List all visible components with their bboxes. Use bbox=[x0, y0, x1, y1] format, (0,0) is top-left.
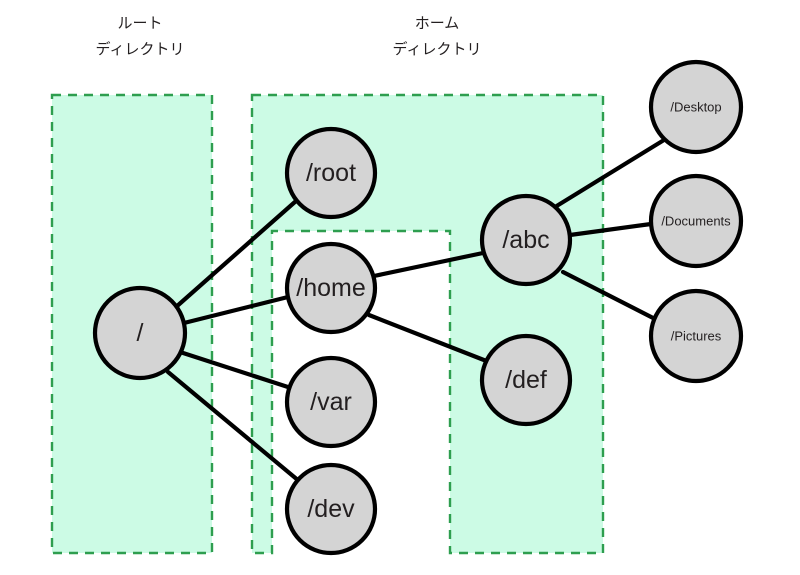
node-label-root-home: /root bbox=[306, 159, 356, 187]
node-home[interactable]: /home bbox=[284, 241, 378, 335]
node-circle-var[interactable] bbox=[284, 355, 378, 449]
node-label-home: /home bbox=[296, 274, 365, 302]
edge-root-to-var bbox=[177, 349, 294, 391]
region-label-line2-root-directory: ディレクトリ bbox=[96, 40, 185, 58]
node-circle-home[interactable] bbox=[284, 241, 378, 335]
node-circle-pictures[interactable] bbox=[648, 288, 744, 384]
node-circle-root[interactable] bbox=[92, 285, 188, 381]
node-root-home[interactable]: /root bbox=[284, 126, 378, 220]
edges-layer bbox=[165, 137, 667, 484]
node-label-var: /var bbox=[310, 388, 352, 416]
node-circle-desktop[interactable] bbox=[648, 59, 744, 155]
edge-home-to-def bbox=[366, 312, 492, 365]
node-desktop[interactable]: /Desktop bbox=[648, 59, 744, 155]
edge-abc-to-desktop bbox=[552, 137, 667, 210]
edge-root-to-root bbox=[173, 198, 299, 310]
node-label-pictures: /Pictures bbox=[671, 329, 722, 344]
node-documents[interactable]: /Documents bbox=[648, 173, 744, 269]
node-def[interactable]: /def bbox=[479, 333, 573, 427]
node-var[interactable]: /var bbox=[284, 355, 378, 449]
node-label-def: /def bbox=[505, 366, 547, 394]
node-label-root: / bbox=[137, 319, 144, 347]
region-label-line1-root-directory: ルート bbox=[117, 14, 162, 32]
node-circle-abc[interactable] bbox=[479, 193, 573, 287]
node-pictures[interactable]: /Pictures bbox=[648, 288, 744, 384]
node-circle-dev[interactable] bbox=[284, 462, 378, 556]
region-label-line2-home-directory: ディレクトリ bbox=[393, 40, 482, 58]
node-circle-root-home[interactable] bbox=[284, 126, 378, 220]
node-abc[interactable]: /abc bbox=[479, 193, 573, 287]
edge-root-to-home bbox=[181, 294, 291, 326]
node-label-abc: /abc bbox=[502, 226, 549, 254]
node-dev[interactable]: /dev bbox=[284, 462, 378, 556]
edge-root-to-dev bbox=[165, 369, 302, 484]
edge-abc-to-pictures bbox=[560, 269, 660, 323]
edge-abc-to-documents bbox=[567, 221, 654, 238]
node-label-dev: /dev bbox=[307, 495, 355, 523]
node-root[interactable]: / bbox=[92, 285, 188, 381]
edge-home-to-abc bbox=[371, 250, 486, 279]
nodes-layer: / /root/home/var/dev/abc/def/Desktop/Docu… bbox=[92, 59, 744, 556]
region-label-line1-home-directory: ホーム bbox=[415, 14, 460, 32]
node-label-documents: /Documents bbox=[661, 214, 731, 229]
node-label-desktop: /Desktop bbox=[670, 100, 721, 115]
node-circle-documents[interactable] bbox=[648, 173, 744, 269]
node-circle-def[interactable] bbox=[479, 333, 573, 427]
